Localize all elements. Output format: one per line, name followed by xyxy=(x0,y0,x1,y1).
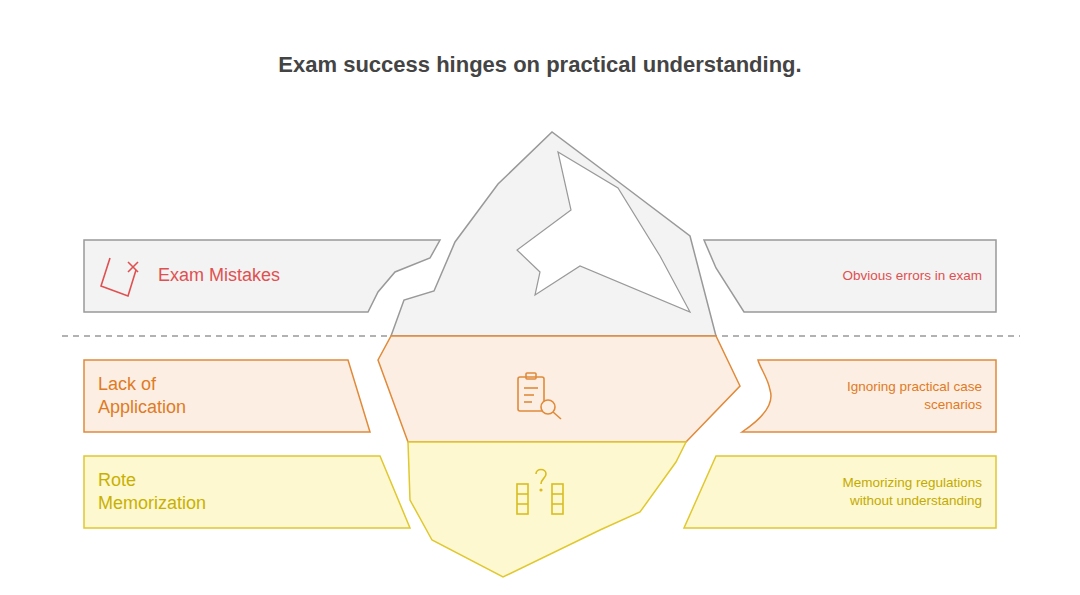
box-outline xyxy=(84,360,410,432)
question-blocks-icon xyxy=(517,470,563,515)
box-outline xyxy=(84,456,450,528)
description-text: Obvious errors in exam xyxy=(842,267,982,285)
description-text: Ignoring practical case scenarios xyxy=(812,378,982,413)
box-outline xyxy=(684,456,1036,528)
box-shape xyxy=(84,360,370,432)
box-shape xyxy=(84,240,440,312)
description-box: Obvious errors in exam xyxy=(704,240,996,312)
box-shape xyxy=(684,456,996,528)
description-box: Memorizing regulations without understan… xyxy=(684,456,996,528)
category-label: Exam Mistakes xyxy=(158,264,280,287)
category-box: Exam Mistakes xyxy=(84,240,440,312)
category-box: Rote Memorization xyxy=(84,456,410,528)
box-outline xyxy=(742,360,1036,432)
box-shape xyxy=(704,240,996,312)
iceberg-tip xyxy=(391,132,716,336)
category-label: Lack of Application xyxy=(98,373,218,420)
description-text: Memorizing regulations without understan… xyxy=(812,474,982,509)
box-shape xyxy=(742,360,996,432)
iceberg-middle xyxy=(378,336,740,442)
clipboard-icon xyxy=(518,373,561,419)
diagram-title: Exam success hinges on practical underst… xyxy=(0,52,1080,78)
category-box: Lack of Application xyxy=(84,360,370,432)
description-box: Ignoring practical case scenarios xyxy=(742,360,996,432)
iceberg-bottom xyxy=(408,442,686,577)
box-shape xyxy=(84,456,410,528)
box-outline xyxy=(84,240,480,312)
category-label: Rote Memorization xyxy=(98,469,218,516)
error-icon xyxy=(101,258,138,296)
iceberg-face xyxy=(517,152,690,312)
